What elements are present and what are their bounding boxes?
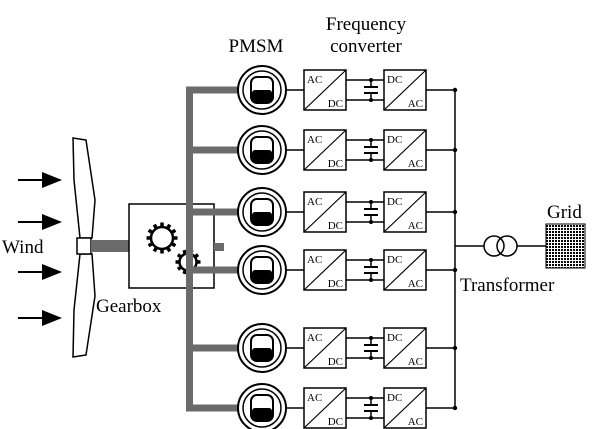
lower-blade	[72, 253, 96, 358]
generator-unit: AC DC DC AC	[186, 65, 458, 115]
rectifier-block: AC DC	[303, 327, 347, 369]
generator-unit: AC DC DC AC	[186, 125, 458, 175]
rectifier-ac-label: AC	[307, 196, 322, 208]
rectifier-dc-label: DC	[328, 416, 343, 428]
inverter-ac-label: AC	[408, 220, 423, 232]
gearbox-label: Gearbox	[96, 296, 162, 317]
inverter-ac-label: AC	[408, 356, 423, 368]
rectifier-dc-label: DC	[328, 278, 343, 290]
transformer-label: Transformer	[460, 275, 555, 296]
inverter-dc-label: DC	[387, 74, 402, 86]
inverter-dc-label: DC	[387, 392, 402, 404]
inverter-dc-label: DC	[387, 196, 402, 208]
shaft-branch	[186, 208, 238, 216]
wind-label: Wind	[2, 237, 44, 258]
rectifier-block: AC DC	[303, 387, 347, 429]
upper-blade	[72, 137, 96, 239]
wind-arrows	[18, 172, 62, 326]
shaft-branch	[186, 146, 238, 154]
generator-shaft-bus	[186, 90, 224, 408]
inverter-block: DC AC	[383, 249, 427, 291]
rectifier-dc-label: DC	[328, 158, 343, 170]
generator-unit: AC DC DC AC	[186, 383, 458, 429]
pmsm-generator-icon	[237, 323, 287, 373]
converter-label: converter	[330, 36, 402, 57]
drive-shaft	[91, 240, 129, 252]
dc-link-capacitor	[346, 396, 384, 420]
inverter-block: DC AC	[383, 129, 427, 171]
rectifier-dc-label: DC	[328, 98, 343, 110]
shaft-branch	[186, 266, 238, 274]
rectifier-block: AC DC	[303, 129, 347, 171]
rectifier-dc-label: DC	[328, 220, 343, 232]
inverter-dc-label: DC	[387, 332, 402, 344]
shaft-branch	[186, 344, 238, 352]
inverter-dc-label: DC	[387, 134, 402, 146]
pmsm-generator-icon	[237, 125, 287, 175]
hub	[76, 237, 92, 255]
rectifier-ac-label: AC	[307, 332, 322, 344]
generator-unit: AC DC DC AC	[186, 323, 458, 373]
inverter-ac-label: AC	[408, 278, 423, 290]
dc-link-capacitor	[346, 138, 384, 162]
rectifier-ac-label: AC	[307, 392, 322, 404]
inverter-ac-label: AC	[408, 98, 423, 110]
inverter-block: DC AC	[383, 69, 427, 111]
shaft-branch	[186, 86, 238, 94]
gearbox-box	[128, 203, 215, 289]
inverter-ac-label: AC	[408, 158, 423, 170]
rectifier-block: AC DC	[303, 249, 347, 291]
pmsm-generator-icon	[237, 187, 287, 237]
inverter-block: DC AC	[383, 327, 427, 369]
dc-link-capacitor	[346, 258, 384, 282]
inverter-block: DC AC	[383, 387, 427, 429]
generator-unit: AC DC DC AC	[186, 245, 458, 295]
transformer-icon	[483, 235, 518, 257]
grid-icon	[545, 223, 586, 269]
rectifier-ac-label: AC	[307, 254, 322, 266]
dc-link-capacitor	[346, 200, 384, 224]
inverter-ac-label: AC	[408, 416, 423, 428]
grid-label: Grid	[547, 202, 582, 223]
dc-link-capacitor	[346, 78, 384, 102]
inverter-dc-label: DC	[387, 254, 402, 266]
inverter-block: DC AC	[383, 191, 427, 233]
frequency-label: Frequency	[326, 14, 407, 35]
rectifier-ac-label: AC	[307, 134, 322, 146]
rectifier-block: AC DC	[303, 191, 347, 233]
pmsm-generator-icon	[237, 383, 287, 429]
dc-link-capacitor	[346, 336, 384, 360]
rectifier-block: AC DC	[303, 69, 347, 111]
shaft-branch	[186, 404, 238, 412]
pmsm-label: PMSM	[229, 36, 284, 57]
gear-icon	[146, 222, 178, 254]
generator-unit: AC DC DC AC	[186, 187, 458, 237]
pmsm-generator-icon	[237, 245, 287, 295]
generator-units: ACDCDCACACDCDCACACDCDCACACDCDCACACDCDCAC…	[186, 65, 458, 429]
rectifier-dc-label: DC	[328, 356, 343, 368]
pmsm-generator-icon	[237, 65, 287, 115]
rectifier-ac-label: AC	[307, 74, 322, 86]
